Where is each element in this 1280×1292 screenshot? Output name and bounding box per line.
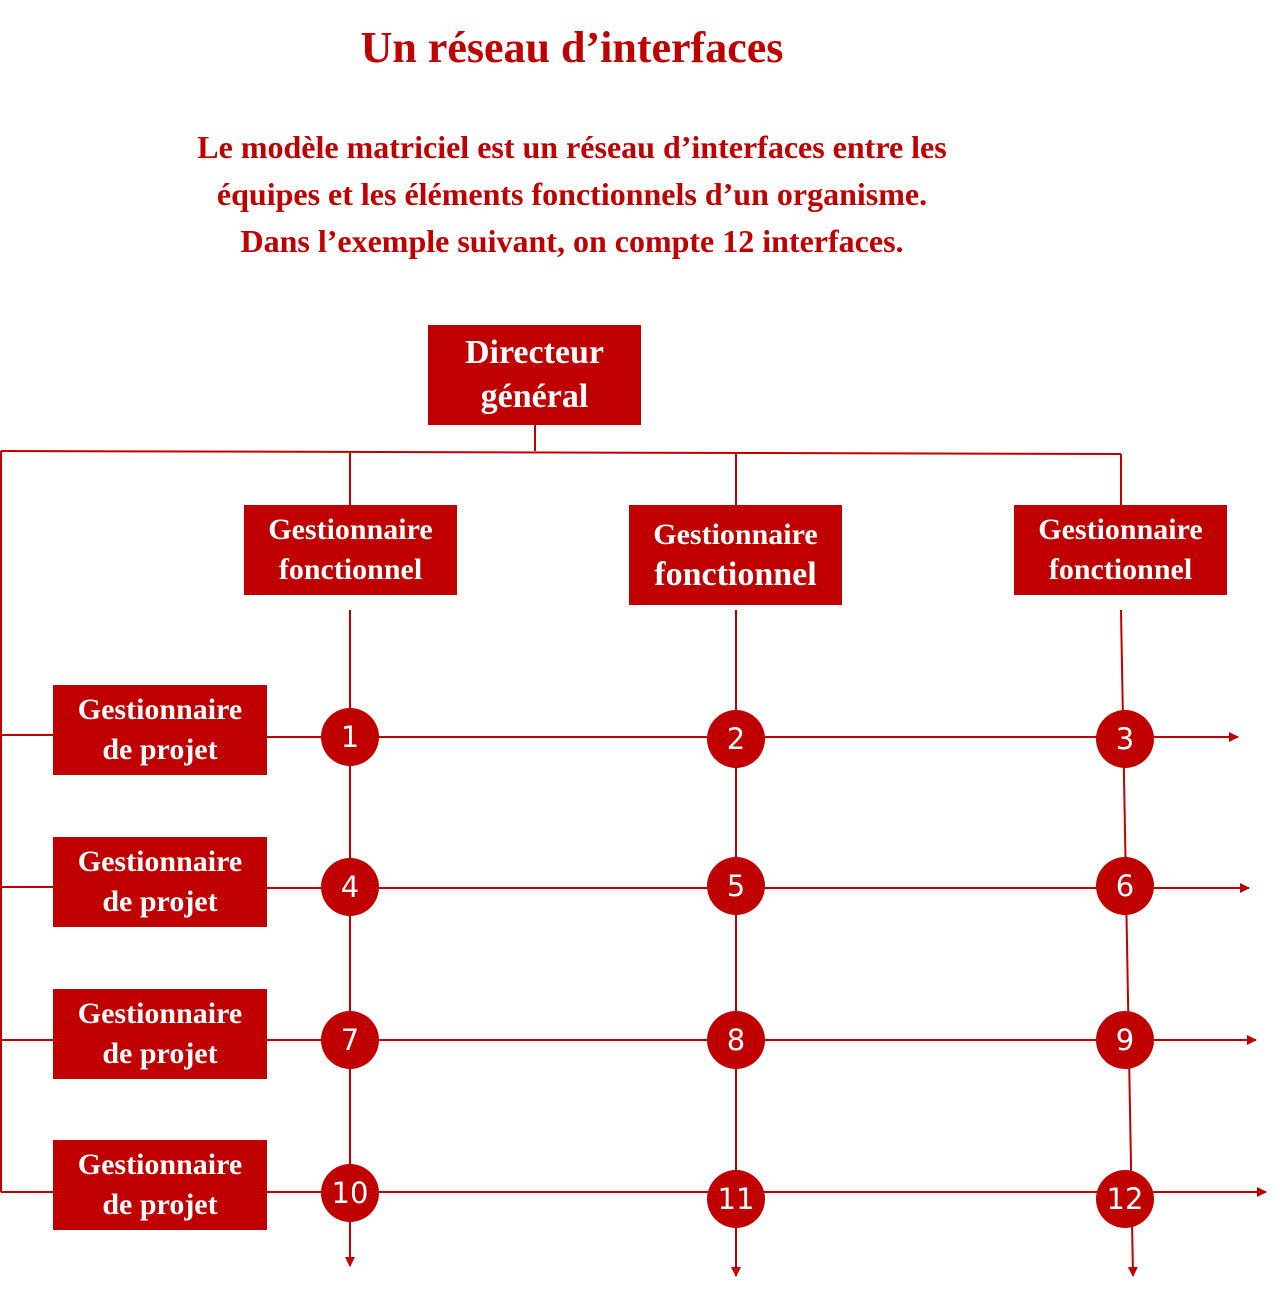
project-manager-label: de projet — [102, 885, 218, 918]
interface-node-1: 1 — [321, 708, 379, 766]
interface-node-2: 2 — [707, 710, 765, 768]
functional-manager-box-2: Gestionnaire fonctionnel — [629, 505, 842, 605]
functional-manager-label: fonctionnel — [1048, 553, 1193, 586]
intro-text: Le modèle matriciel est un réseau d’inte… — [0, 124, 1144, 265]
interface-node-8: 8 — [707, 1011, 765, 1069]
interface-node-11: 11 — [707, 1170, 765, 1228]
intro-line: Dans l’exemple suivant, on compte 12 int… — [240, 223, 904, 259]
intro-line: Le modèle matriciel est un réseau d’inte… — [197, 129, 947, 165]
top-bus-line — [0, 450, 1122, 455]
interface-node-5: 5 — [707, 857, 765, 915]
project-manager-label: Gestionnaire — [77, 693, 243, 726]
functional-manager-box-3: Gestionnaire fonctionnel — [1014, 505, 1227, 595]
project-manager-box-1: Gestionnaire de projet — [53, 685, 267, 775]
project-manager-box-3: Gestionnaire de projet — [53, 989, 267, 1079]
interface-node-12: 12 — [1096, 1170, 1154, 1228]
project-manager-label: de projet — [102, 1188, 218, 1221]
functional-manager-label: Gestionnaire — [1038, 513, 1203, 546]
interface-node-3: 3 — [1096, 710, 1154, 768]
functional-manager-label: fonctionnel — [654, 556, 817, 593]
functional-manager-label: Gestionnaire — [653, 518, 818, 551]
page-title: Un réseau d’interfaces — [360, 23, 784, 72]
interface-node-7: 7 — [321, 1011, 379, 1069]
director-box: Directeur général — [428, 325, 641, 425]
director-label-line2: général — [480, 378, 589, 415]
functional-manager-label: Gestionnaire — [268, 513, 433, 546]
functional-manager-box-1: Gestionnaire fonctionnel — [244, 505, 457, 595]
interface-node-9: 9 — [1096, 1011, 1154, 1069]
interface-node-4: 4 — [321, 858, 379, 916]
interface-node-10: 10 — [321, 1164, 379, 1222]
intro-line: équipes et les éléments fonctionnels d’u… — [216, 176, 928, 212]
project-manager-box-4: Gestionnaire de projet — [53, 1140, 267, 1230]
project-manager-label: de projet — [102, 1037, 218, 1070]
project-manager-label: Gestionnaire — [77, 997, 243, 1030]
project-manager-label: Gestionnaire — [77, 1148, 243, 1181]
director-label-line1: Directeur — [464, 334, 605, 371]
project-manager-label: de projet — [102, 733, 218, 766]
functional-manager-label: fonctionnel — [278, 553, 423, 586]
project-manager-label: Gestionnaire — [77, 845, 243, 878]
project-manager-box-2: Gestionnaire de projet — [53, 837, 267, 927]
interface-node-6: 6 — [1096, 857, 1154, 915]
